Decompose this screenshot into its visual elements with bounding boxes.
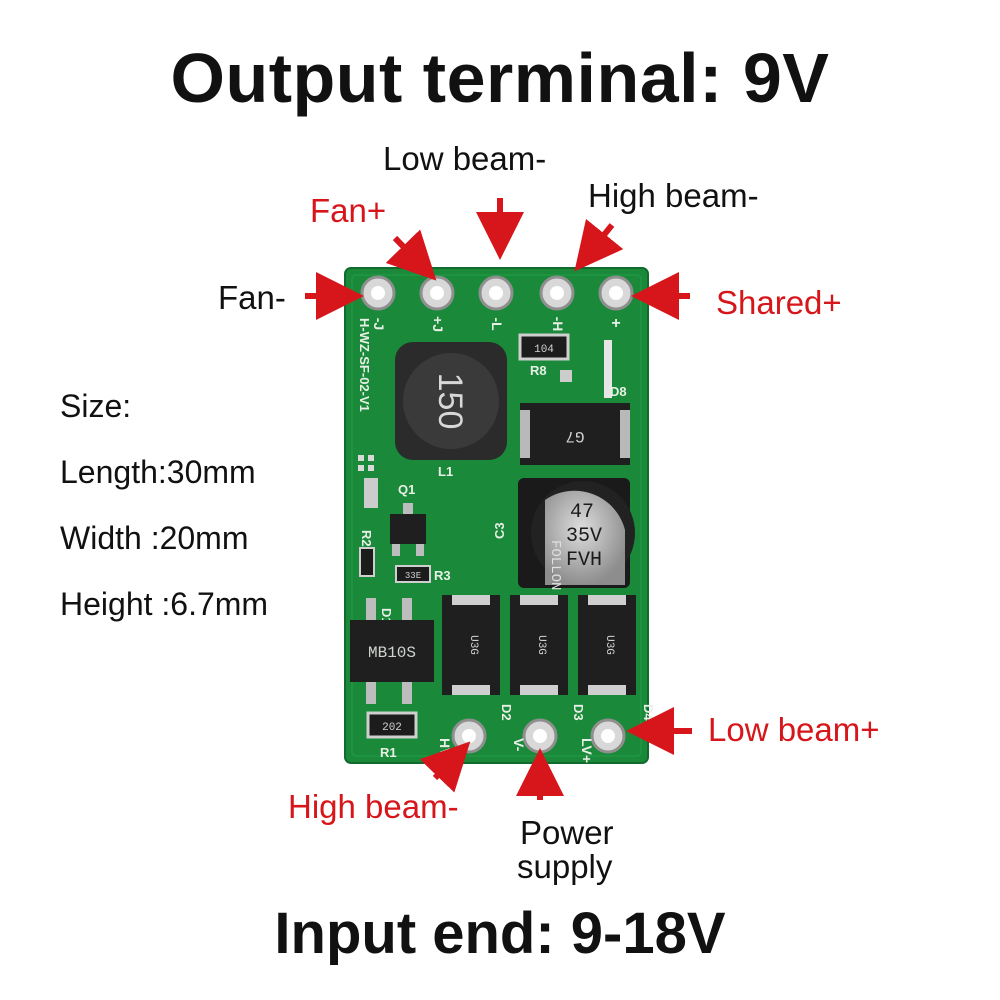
label-power-line2: supply xyxy=(517,848,613,885)
label-fan-minus: Fan- xyxy=(218,279,286,316)
r8-mark: 104 xyxy=(534,344,554,356)
bridge-mark: MB10S xyxy=(368,644,416,662)
resistor-r3 xyxy=(395,565,431,583)
r3-mark: 33E xyxy=(405,571,421,581)
diodes-row: U3G U3G U3G xyxy=(442,595,636,695)
pad-label-lv: LV+ xyxy=(579,738,595,763)
bottom-pads xyxy=(451,718,626,754)
part-id: H-WZ-SF-02-V1 xyxy=(357,318,372,412)
d8-ref: D8 xyxy=(610,384,627,399)
d4-mark: U3G xyxy=(603,635,615,655)
label-high-beam-minus-top: High beam- xyxy=(588,177,759,214)
cap-ref: C3 xyxy=(492,522,507,539)
arrow-high-beam-minus-bottom xyxy=(419,741,471,793)
top-pads xyxy=(360,275,634,311)
arrow-high-beam-minus-top xyxy=(574,218,624,272)
arrow-fan-plus xyxy=(385,229,437,281)
pad-label-3: -L xyxy=(489,317,505,331)
transistor-q1 xyxy=(390,514,426,544)
q1-ref: Q1 xyxy=(398,482,415,497)
cap-series: FVH xyxy=(566,549,602,572)
resistor-r1 xyxy=(366,711,418,739)
label-power-line1: Power xyxy=(520,814,614,851)
label-fan-plus: Fan+ xyxy=(310,192,387,229)
r2-ref: R2 xyxy=(359,530,374,547)
label-low-beam-minus: Low beam- xyxy=(383,140,547,177)
spec-width: Width :20mm xyxy=(60,520,249,556)
pad-label-4: -H xyxy=(550,317,566,332)
r1-ref: R1 xyxy=(380,745,397,760)
callout-arrows xyxy=(305,198,692,800)
inductor-ref: L1 xyxy=(438,464,453,479)
label-shared-plus: Shared+ xyxy=(716,284,842,321)
label-low-beam-plus: Low beam+ xyxy=(708,711,880,748)
spec-height: Height :6.7mm xyxy=(60,586,269,622)
spec-length: Length:30mm xyxy=(60,454,256,490)
page-title: Output terminal: 9V xyxy=(170,39,830,117)
pad-label-1: -J xyxy=(371,318,387,330)
d2-mark: U3G xyxy=(467,635,479,655)
r1-mark: 202 xyxy=(382,722,402,734)
bridge-rectifier xyxy=(350,620,434,682)
r8-ref: R8 xyxy=(530,363,547,378)
pad-label-5: + xyxy=(611,315,620,332)
diode-d8 xyxy=(520,403,630,465)
spec-heading: Size: xyxy=(60,388,132,424)
pad-label-v: V- xyxy=(511,738,527,752)
cap-voltage: 35V xyxy=(566,525,602,548)
cap-brand: FOLLON xyxy=(547,540,563,590)
label-high-beam-minus-bottom: High beam- xyxy=(288,788,459,825)
inductor-mark: 150 xyxy=(431,373,469,430)
d8-mark: G7 xyxy=(565,427,584,445)
d3-mark: U3G xyxy=(535,635,547,655)
resistor-r8 xyxy=(518,333,570,361)
d3-ref: D3 xyxy=(571,704,586,721)
pad-label-2: +J xyxy=(430,316,446,332)
d2-ref: D2 xyxy=(499,704,514,721)
r3-ref: R3 xyxy=(434,568,451,583)
cap-value: 47 xyxy=(570,501,594,524)
footer-title: Input end: 9-18V xyxy=(274,901,726,966)
d4-ref: D4 xyxy=(641,704,656,721)
